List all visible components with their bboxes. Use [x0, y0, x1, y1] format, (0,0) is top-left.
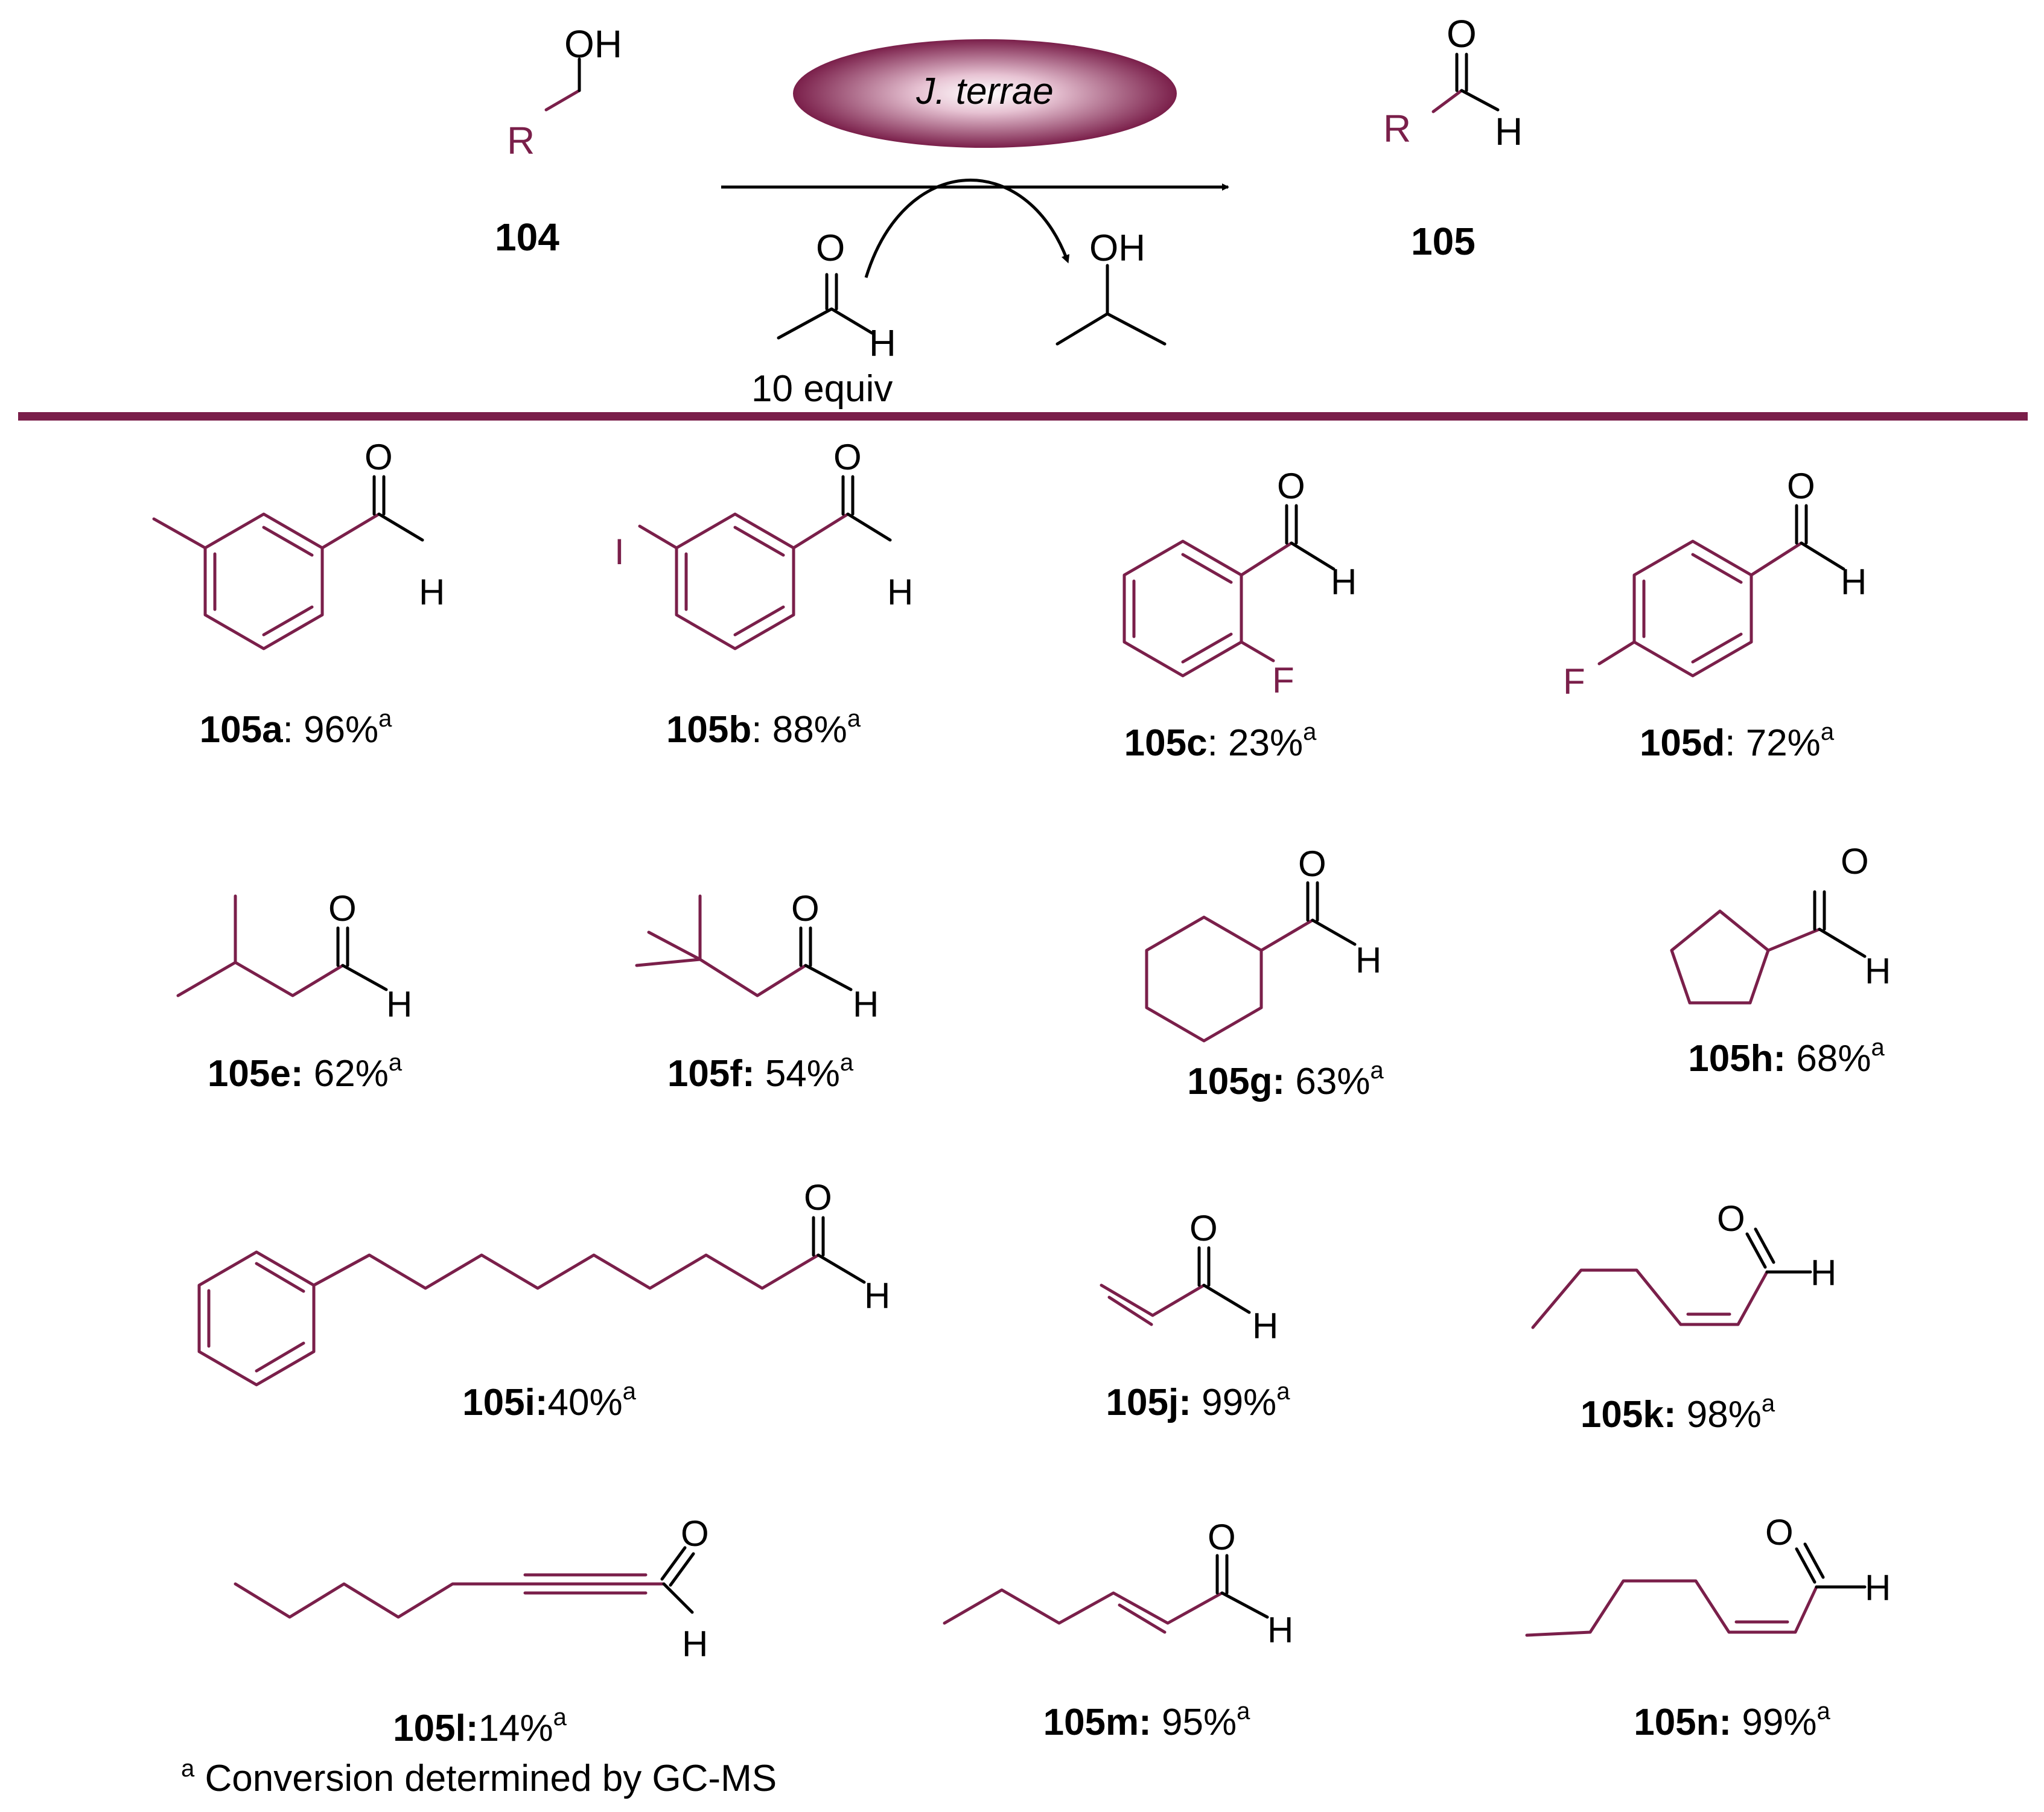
- label-105b: 105b: 88%a: [666, 705, 861, 751]
- product-o: O: [1447, 12, 1477, 56]
- atom-h: H: [1865, 951, 1891, 991]
- atom-o: O: [1765, 1512, 1794, 1553]
- atom-f: F: [1272, 660, 1294, 701]
- label-105c: 105c: 23%a: [1124, 719, 1317, 764]
- label-105f: 105f: 54%a: [667, 1049, 854, 1095]
- structure-105d: O H F: [1563, 466, 1867, 702]
- atom-o: O: [681, 1513, 709, 1554]
- cosubstrate-o: O: [816, 227, 845, 269]
- product-h: H: [1495, 110, 1523, 153]
- atom-h: H: [419, 572, 445, 612]
- atom-o: O: [1189, 1208, 1218, 1248]
- label-105j: 105j: 99%a: [1106, 1378, 1291, 1423]
- atom-h: H: [682, 1624, 708, 1664]
- structure-105m: O H: [943, 1517, 1293, 1650]
- atom-h: H: [1355, 940, 1381, 981]
- reactant-oh: OH: [564, 22, 622, 66]
- atom-o: O: [791, 888, 820, 929]
- structure-105i: O H: [197, 1177, 890, 1387]
- atom-o: O: [328, 888, 357, 929]
- structure-105b: I O H: [614, 437, 913, 650]
- atom-o: O: [833, 437, 862, 477]
- atom-o: O: [804, 1177, 832, 1218]
- structure-105g: O H: [1145, 844, 1381, 1043]
- catalyst: J. terrae: [793, 39, 1177, 148]
- atom-h: H: [853, 984, 879, 1025]
- atom-f: F: [1563, 661, 1585, 702]
- cosubstrate-amount: 10 equiv: [751, 368, 893, 410]
- coproduct-oh: OH: [1089, 227, 1145, 269]
- label-105m: 105m: 95%a: [1043, 1698, 1251, 1743]
- atom-o: O: [1717, 1198, 1745, 1239]
- atom-h: H: [1865, 1568, 1891, 1608]
- label-105i: 105i:40%a: [462, 1378, 636, 1423]
- structure-105k: O H: [1531, 1198, 1836, 1329]
- label-105k: 105k: 98%a: [1581, 1390, 1775, 1435]
- structure-105l: O H: [234, 1513, 709, 1664]
- structure-105e: O H: [176, 888, 412, 1025]
- catalyst-label: J. terrae: [915, 71, 1053, 112]
- atom-h: H: [386, 984, 412, 1025]
- reactant-r: R: [507, 119, 535, 162]
- cosubstrate-h: H: [869, 323, 896, 364]
- atom-h: H: [1810, 1253, 1836, 1293]
- atom-h: H: [1252, 1306, 1278, 1346]
- divider: [18, 412, 2028, 421]
- label-105g: 105g: 63%a: [1187, 1057, 1384, 1102]
- atom-h: H: [1267, 1610, 1293, 1650]
- label-105e: 105e: 62%a: [208, 1049, 403, 1095]
- atom-o: O: [1208, 1517, 1236, 1557]
- reactant-label: 104: [495, 215, 559, 259]
- structure-105n: O H: [1525, 1512, 1891, 1637]
- atom-h: H: [887, 572, 913, 612]
- label-105d: 105d: 72%a: [1640, 719, 1835, 764]
- structure-105j: O H: [1100, 1208, 1278, 1346]
- label-105n: 105n: 99%a: [1634, 1698, 1830, 1743]
- label-105l: 105l:14%a: [393, 1704, 567, 1749]
- product-105: O R H 105: [1383, 12, 1523, 263]
- coproduct-isopropanol: OH: [1055, 227, 1167, 346]
- catalyst-ellipse: [793, 39, 1177, 148]
- structure-105f: O H: [635, 888, 879, 1025]
- atom-o: O: [1277, 466, 1305, 506]
- atom-o: O: [1841, 841, 1869, 882]
- product-r: R: [1383, 107, 1411, 150]
- atom-h: H: [864, 1276, 890, 1316]
- atom-i: I: [614, 532, 625, 572]
- structure-105h: O H: [1670, 841, 1891, 1005]
- structure-105c: O H F: [1122, 466, 1357, 701]
- structure-105a: O H: [152, 437, 445, 650]
- atom-o: O: [365, 437, 393, 477]
- atom-o: O: [1298, 844, 1326, 884]
- label-105a: 105a: 96%a: [200, 705, 392, 751]
- atom-h: H: [1841, 562, 1867, 602]
- label-105h: 105h: 68%a: [1688, 1034, 1885, 1079]
- curved-arrow: [864, 179, 1070, 278]
- atom-o: O: [1787, 466, 1815, 506]
- footnote: a Conversion determined by GC-MS: [181, 1755, 777, 1799]
- product-label: 105: [1411, 220, 1476, 263]
- atom-h: H: [1331, 562, 1357, 602]
- cosubstrate-acetaldehyde: O H 10 equiv: [751, 227, 896, 410]
- reactant-104: OH R 104: [495, 22, 622, 259]
